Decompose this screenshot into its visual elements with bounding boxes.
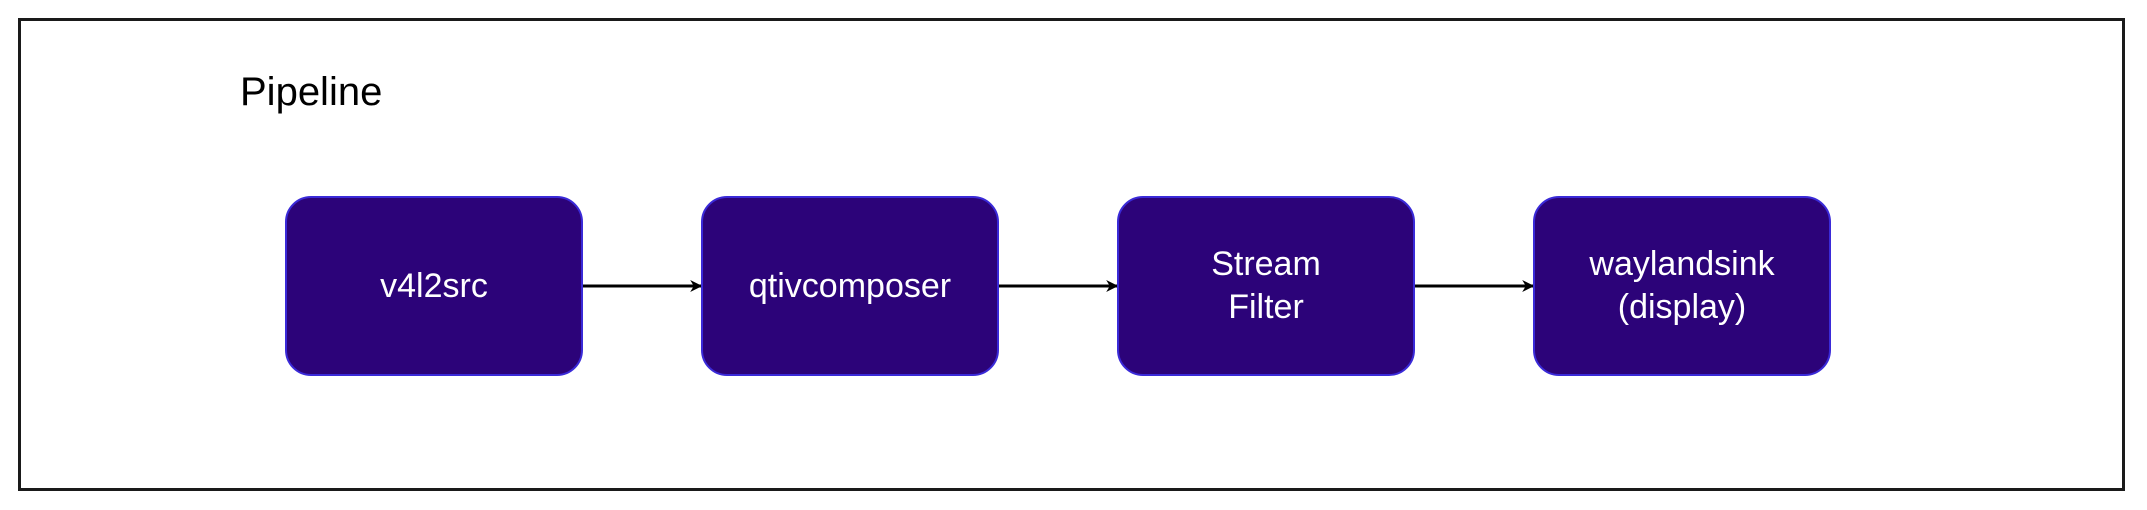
node-label: waylandsink (display) bbox=[1589, 245, 1775, 326]
node-stream-filter: Stream Filter bbox=[1117, 196, 1415, 376]
node-waylandsink: waylandsink (display) bbox=[1533, 196, 1831, 376]
node-v4l2src: v4l2src bbox=[285, 196, 583, 376]
diagram-title: Pipeline bbox=[240, 70, 383, 114]
node-label: qtivcomposer bbox=[748, 266, 952, 305]
node-label: v4l2src bbox=[380, 266, 488, 305]
node-qtivcomposer: qtivcomposer bbox=[701, 196, 999, 376]
node-label: Stream Filter bbox=[1211, 245, 1321, 326]
pipeline-container bbox=[18, 18, 2125, 491]
